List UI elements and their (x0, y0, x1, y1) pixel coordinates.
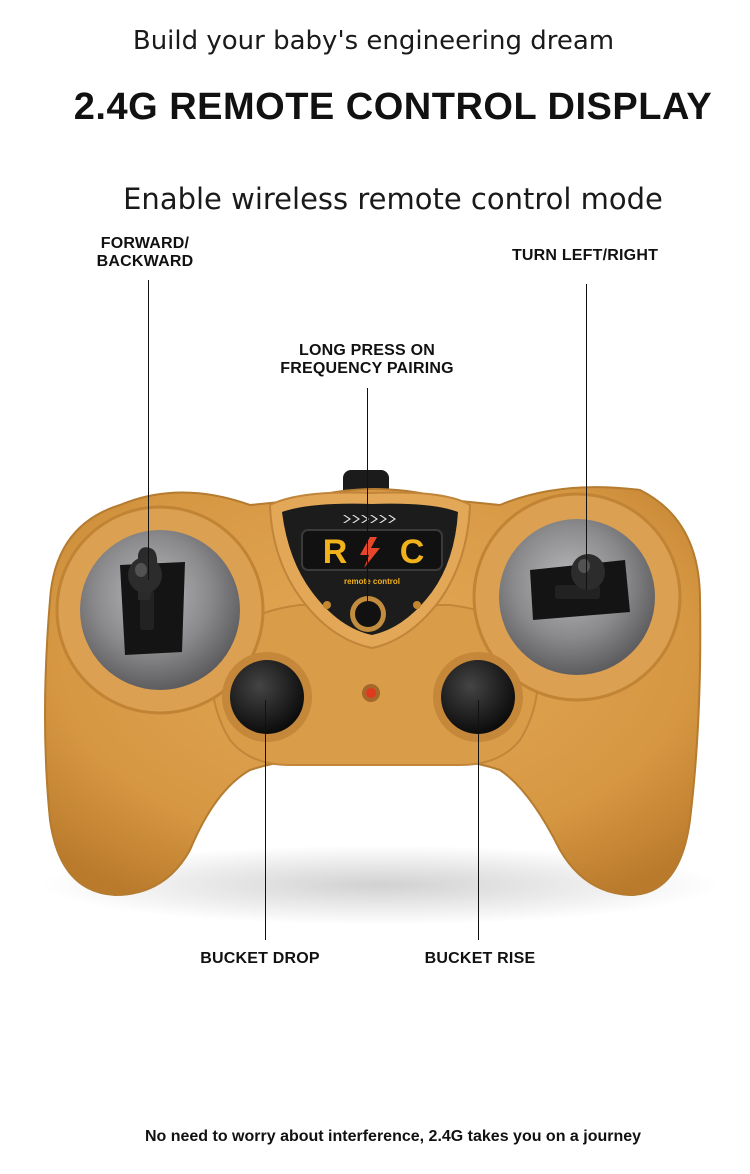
bucket-rise-leader-line (478, 700, 479, 940)
chevron-strip (343, 515, 396, 523)
rc-right-letter: C (400, 533, 425, 571)
pairing-label: LONG PRESS ON FREQUENCY PAIRING (280, 342, 454, 377)
shadow (40, 845, 720, 925)
tagline: Build your baby's engineering dream (132, 26, 615, 56)
forward-backward-leader-line (148, 280, 149, 580)
bucket-drop-button (230, 660, 304, 734)
right-joystick (571, 554, 605, 590)
rc-caption: remote control (344, 577, 400, 586)
turn-leader-line (586, 284, 587, 590)
bucket-drop-label: BUCKET DROP (200, 950, 320, 967)
bucket-rise-button (441, 660, 515, 734)
forward-backward-label: FORWARD/ BACKWARD (96, 235, 194, 270)
mode-subtitle: Enable wireless remote control mode (123, 182, 663, 216)
led-indicator (366, 688, 376, 698)
footer-text: No need to worry about interference, 2.4… (144, 1128, 642, 1145)
pairing-button (355, 601, 381, 627)
turn-label: TURN LEFT/RIGHT (511, 247, 659, 264)
pairing-leader-line (367, 388, 368, 613)
bucket-drop-leader-line (265, 700, 266, 940)
rc-left-letter: R (323, 533, 348, 571)
page-title: 2.4G REMOTE CONTROL DISPLAY (73, 86, 713, 128)
bucket-rise-label: BUCKET RISE (424, 950, 536, 967)
lightning-icon (360, 537, 380, 568)
